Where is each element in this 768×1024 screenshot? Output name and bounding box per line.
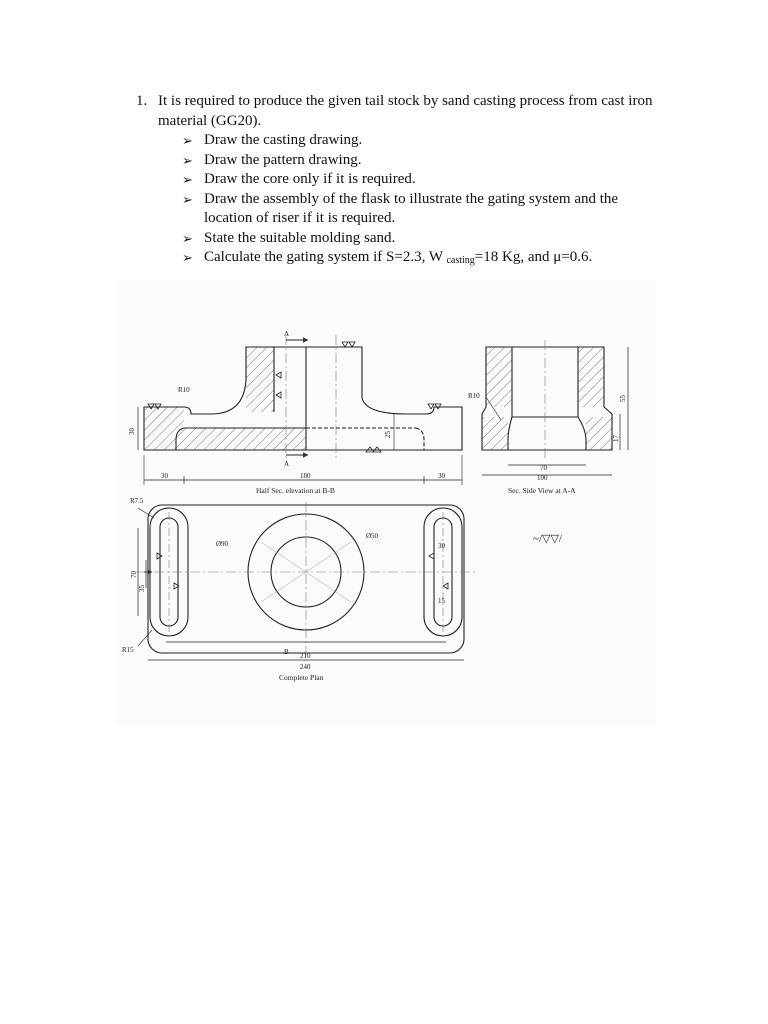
plan-dim-30: 30	[438, 542, 446, 550]
plan-phi90-label: Ø90	[216, 540, 229, 548]
question-number: 1.	[136, 93, 148, 109]
side-dim-70: 70	[540, 464, 548, 472]
side-dim-55: 55	[619, 395, 627, 403]
plan-caption: Complete Plan	[279, 673, 324, 682]
task-text: Draw the assembly of the flask to illust…	[204, 190, 619, 207]
task-item: ➢ Draw the assembly of the flask to illus…	[182, 190, 696, 210]
task-text: Calculate the gating system if S=2.3, W	[204, 249, 447, 265]
task-item: ➢ Draw the pattern drawing.	[182, 151, 696, 171]
side-dim-17: 17	[612, 435, 620, 443]
elev-caption: Half Sec. elevation at B-B	[256, 486, 335, 495]
task-item: ➢ Draw the casting drawing.	[182, 131, 696, 151]
arrow-bullet-icon: ➢	[182, 172, 193, 187]
subscript-casting: casting	[446, 255, 475, 266]
plan-section-b: B	[284, 648, 289, 656]
side-dim-100: 100	[537, 474, 548, 482]
plan-dim-70: 70	[130, 571, 138, 579]
elev-dim-30-left: 30	[161, 472, 169, 480]
elev-section-a-bottom: A	[284, 460, 289, 468]
plan-r7-5-label: R7.5	[130, 497, 144, 505]
task-item-continuation: location of riser if it is required.	[182, 209, 696, 229]
question-intro-line2: material (GG20).	[158, 112, 262, 129]
elev-section-a-top: A	[284, 330, 289, 338]
elev-dim-30-right: 30	[438, 472, 446, 480]
question-intro: 1. It is required to produce the given ta…	[136, 92, 696, 112]
surface-finish-symbols: ~/▽▽/	[533, 533, 563, 545]
task-text: location of riser if it is required.	[204, 210, 396, 226]
task-list: ➢ Draw the casting drawing. ➢ Draw the pat…	[136, 131, 696, 271]
elevation-view	[137, 335, 463, 485]
task-text: Draw the core only if it is required.	[204, 171, 416, 187]
plan-dim-210: 210	[300, 652, 311, 660]
task-text: Draw the pattern drawing.	[204, 151, 362, 168]
technical-drawing: A A R10 30 25 30 180 30 Half Sec. elevat…	[116, 280, 656, 725]
elev-dim-25: 25	[384, 431, 392, 439]
task-text: =18 Kg, and μ=0.6.	[474, 249, 593, 265]
arrow-bullet-icon: ➢	[182, 133, 193, 148]
drawing-canvas: A A R10 30 25 30 180 30 Half Sec. elevat…	[122, 330, 629, 682]
task-item: ➢ Draw the core only if it is required.	[182, 170, 696, 190]
plan-dim-240: 240	[300, 663, 311, 671]
task-text: State the suitable molding sand.	[204, 229, 396, 246]
arrow-bullet-icon: ➢	[182, 250, 193, 265]
question-block: 1. It is required to produce the given ta…	[136, 92, 696, 271]
elev-dim-30-vertical: 30	[128, 428, 136, 436]
arrow-bullet-icon: ➢	[182, 152, 193, 168]
plan-phi50-label: Ø50	[366, 532, 379, 540]
task-item: ➢ Calculate the gating system if S=2.3, W…	[182, 248, 696, 271]
side-view	[481, 340, 629, 476]
task-text: Draw the casting drawing.	[204, 132, 363, 148]
arrow-bullet-icon: ➢	[182, 191, 193, 207]
plan-r15-label: R15	[122, 646, 134, 654]
elev-dim-180: 180	[300, 472, 311, 480]
plan-dim-15: 15	[438, 597, 446, 605]
arrow-bullet-icon: ➢	[182, 230, 193, 246]
task-item: ➢ State the suitable molding sand.	[182, 229, 696, 249]
side-r10-label: R10	[468, 392, 480, 400]
elev-r10-label: R10	[178, 386, 190, 394]
plan-dim-35: 35	[138, 585, 146, 593]
plan-view	[136, 502, 476, 661]
question-intro-line1: It is required to produce the given tail…	[158, 93, 653, 109]
side-caption: Sec. Side View at A-A	[508, 486, 576, 495]
